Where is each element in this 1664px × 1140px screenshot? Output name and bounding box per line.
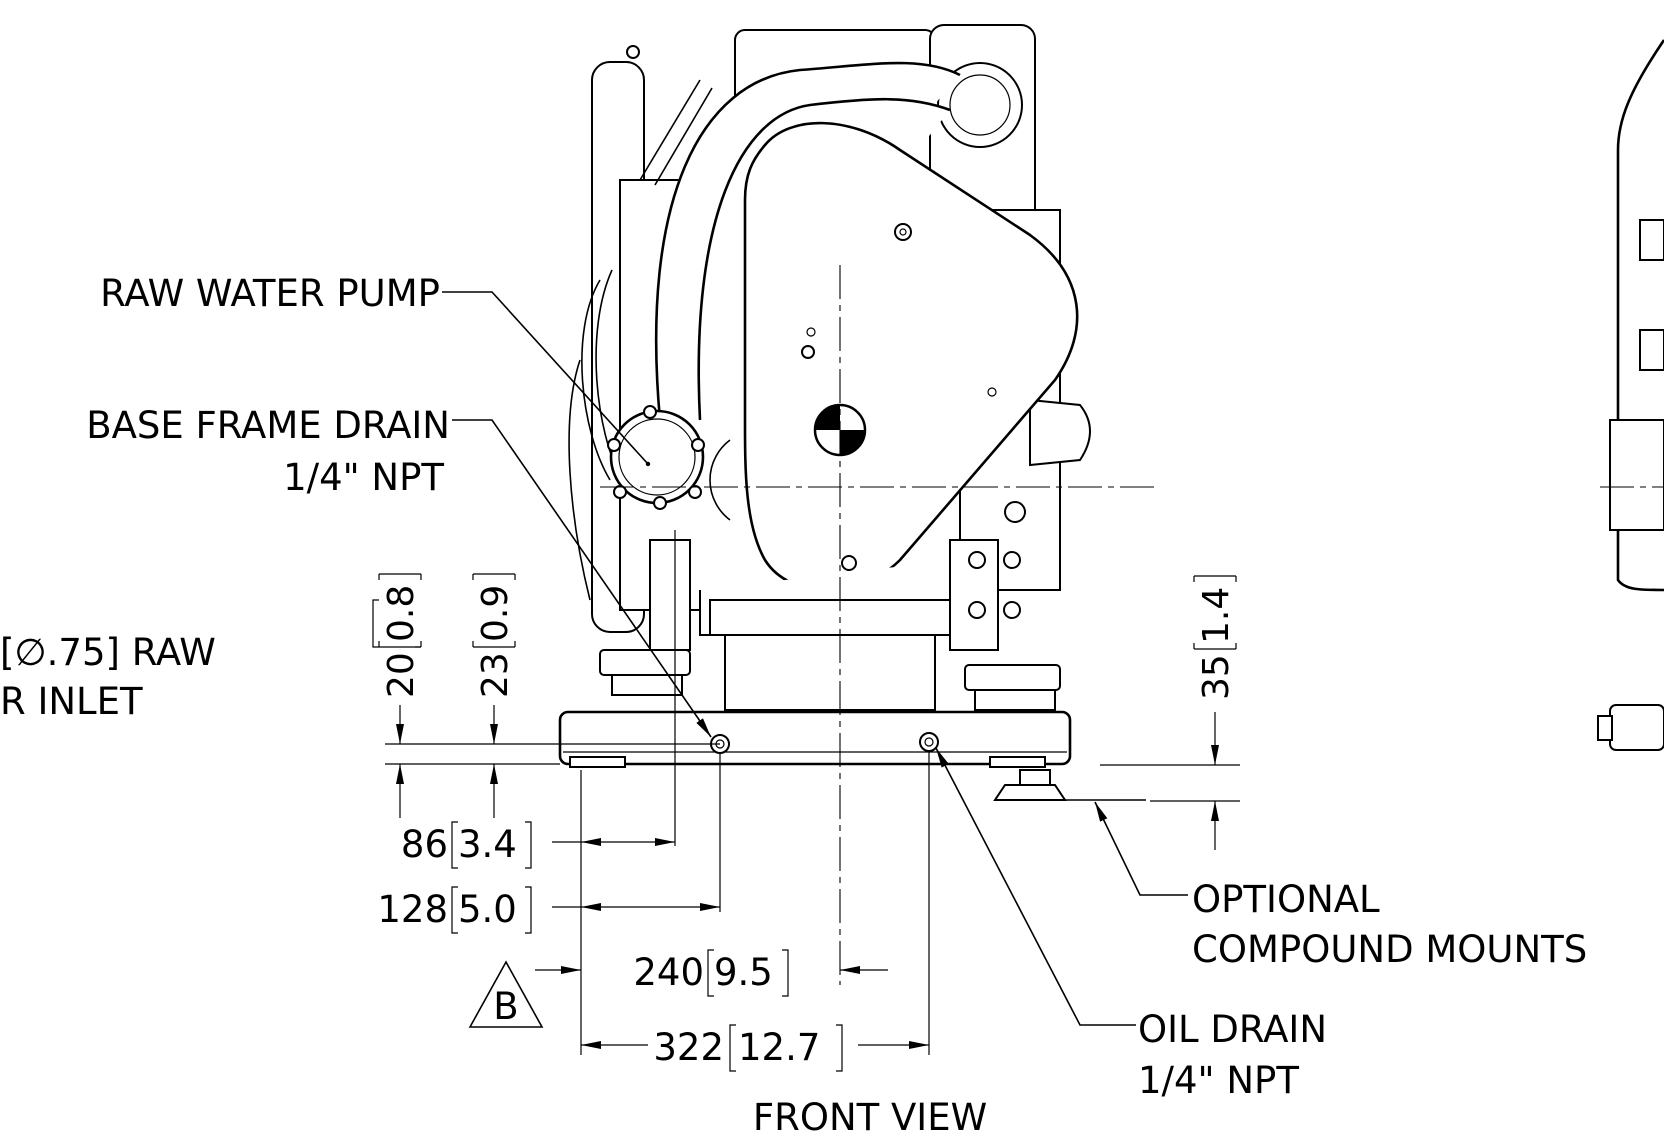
raw-water-pump-label: RAW WATER PUMP: [100, 272, 440, 315]
base-frame-drain-label: BASE FRAME DRAIN: [86, 404, 450, 447]
dim-240-inch: 9.5: [714, 951, 773, 994]
dim-322-inch: 12.7: [738, 1026, 820, 1069]
datum-triangle: [468, 960, 544, 1028]
optional-mounts-label-line2: COMPOUND MOUNTS: [1192, 928, 1587, 971]
oil-drain-label: OIL DRAIN: [1138, 1008, 1327, 1051]
dim-35-value: 35: [1196, 654, 1237, 700]
dim-86-inch: 3.4: [458, 823, 517, 866]
dim-240-value: 240: [633, 951, 704, 994]
dim-128-value: 128: [377, 888, 448, 931]
oil-drain-size-label: 1/4" NPT: [1138, 1059, 1299, 1102]
dim-128-inch: 5.0: [458, 888, 517, 931]
raw-inlet-label-line2: R INLET: [0, 680, 143, 723]
horizontal-dimension-labels: 86 3.4 128 5.0 240 9.5 322 12.7: [377, 821, 843, 1072]
engine-outline: [558, 24, 1664, 801]
dim-20-value: 20: [381, 652, 422, 698]
dim-86-value: 86: [401, 823, 448, 866]
dimension-lines: [385, 530, 1240, 1055]
view-title: FRONT VIEW: [753, 1096, 987, 1139]
center-lines: [600, 265, 1664, 985]
dim-23-value: 23: [475, 652, 516, 698]
dim-20-inch: 0.8: [381, 585, 422, 642]
leader-lines: [442, 291, 1188, 1026]
dim-35-inch: 1.4: [1196, 587, 1237, 644]
vertical-dimension-labels: 20 0.8 23 0.9 35 1.4: [372, 573, 1237, 700]
dim-23-inch: 0.9: [475, 585, 516, 642]
raw-inlet-label-line1: [∅.75] RAW: [0, 631, 216, 674]
optional-mounts-label-line1: OPTIONAL: [1192, 878, 1380, 921]
base-frame-drain-size-label: 1/4" NPT: [283, 456, 444, 499]
datum-letter: B: [493, 985, 518, 1028]
callout-labels: RAW WATER PUMP BASE FRAME DRAIN 1/4" NPT…: [0, 272, 1587, 1139]
dim-322-value: 322: [653, 1026, 724, 1069]
